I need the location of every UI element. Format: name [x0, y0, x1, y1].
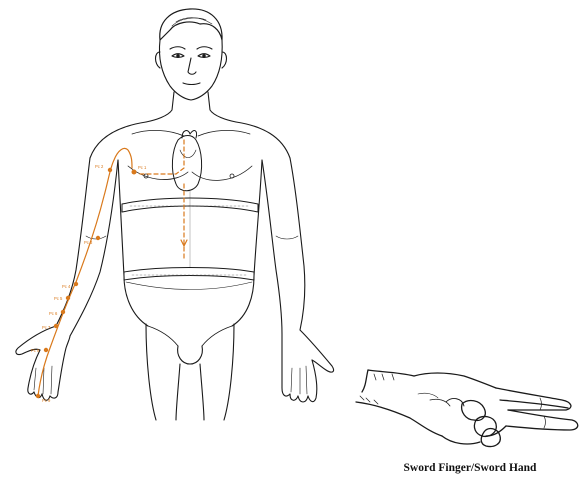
figure-caption: Sword Finger/Sword Hand	[370, 462, 570, 474]
acupoint-labels: Pc 1 Pc 2 Pc 3 Pc 4 Pc 5 Pc 6 Pc 7 Pc 8 …	[31, 164, 147, 403]
acupoint-label: Pc 4	[62, 284, 71, 289]
head	[146, 9, 236, 122]
acupoint-label: Pc 7	[42, 325, 51, 330]
acupoint-dot	[36, 394, 40, 398]
sword-hand-icon	[356, 370, 578, 447]
acupoint-dots	[36, 168, 137, 398]
right-arm	[262, 158, 305, 334]
acupoint-label: Pc 5	[54, 296, 63, 301]
acupoint-label: Pc 8	[31, 348, 40, 353]
acupoint-label: Pc 6	[49, 311, 58, 316]
torso	[90, 122, 290, 420]
acupoint-dot	[61, 310, 65, 314]
heart-icon	[172, 131, 201, 191]
acupoint-dot	[54, 324, 58, 328]
abdominal-band	[124, 268, 254, 281]
acupoint-label: Pc 2	[95, 164, 104, 169]
acupoint-label: Pc 3	[84, 240, 93, 245]
acupoint-label: Pc 1	[138, 165, 147, 170]
acupoint-dot	[44, 348, 48, 352]
acupoint-dot	[108, 168, 112, 172]
acupoint-dot	[96, 236, 100, 240]
acupoint-dot	[132, 170, 137, 175]
right-hand	[282, 330, 334, 402]
left-arm	[56, 158, 118, 336]
left-hand	[16, 326, 70, 400]
acupoint-label: Pc 9	[42, 398, 51, 403]
acupoint-dot	[74, 282, 78, 286]
acupoint-dot	[66, 296, 70, 300]
